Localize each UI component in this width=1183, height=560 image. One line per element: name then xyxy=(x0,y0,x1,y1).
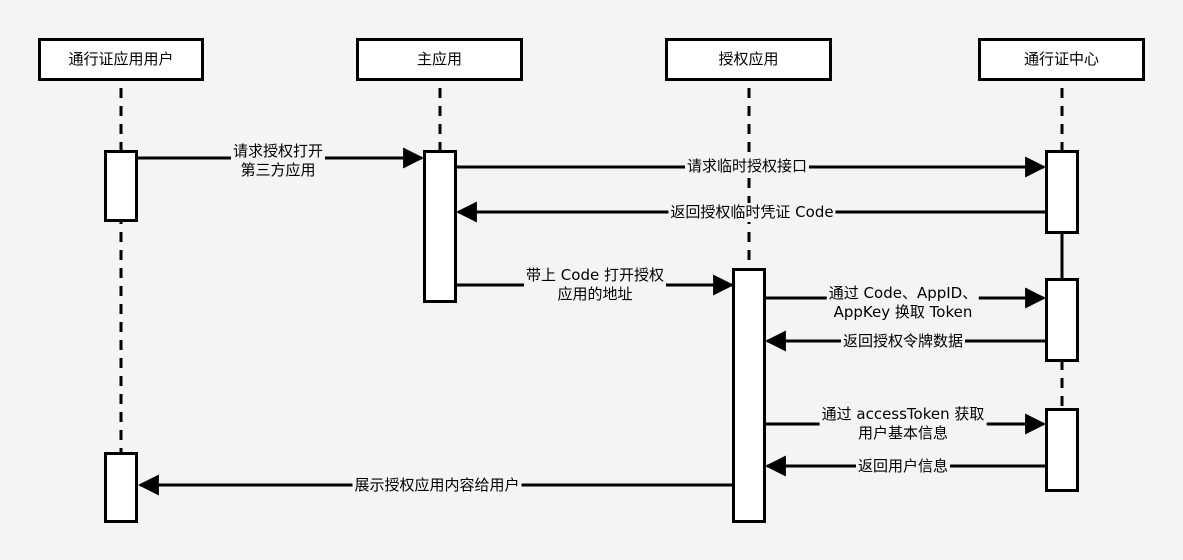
participant-user: 通行证应用用户 xyxy=(38,38,204,81)
activation-passport-center-3 xyxy=(1045,408,1079,492)
activation-passport-center-2 xyxy=(1045,278,1079,362)
message-m5-line1: 通过 Code、AppID、 xyxy=(828,284,978,302)
participant-auth-app: 授权应用 xyxy=(665,38,832,81)
lifelines xyxy=(119,88,1064,452)
message-label-m3: 返回授权临时凭证 Code xyxy=(668,203,836,222)
message-m1-line1: 请求授权打开 xyxy=(232,142,324,160)
message-label-m5: 通过 Code、AppID、 AppKey 换取 Token xyxy=(826,284,980,322)
message-label-m7: 通过 accessToken 获取 用户基本信息 xyxy=(819,405,987,443)
message-m4-line1: 带上 Code 打开授权 xyxy=(526,266,664,284)
activation-auth-app xyxy=(732,268,766,523)
activation-main-app xyxy=(423,150,457,303)
message-label-m2: 请求临时授权接口 xyxy=(684,157,810,176)
participant-main-app: 主应用 xyxy=(356,38,523,81)
message-m4-line2: 应用的地址 xyxy=(557,285,633,303)
message-label-m6: 返回授权令牌数据 xyxy=(840,332,966,351)
message-label-m1: 请求授权打开 第三方应用 xyxy=(230,142,326,180)
message-label-m8: 返回用户信息 xyxy=(855,457,951,476)
message-m1-line2: 第三方应用 xyxy=(240,161,316,179)
activation-user-1 xyxy=(104,150,138,222)
message-m5-line2: AppKey 换取 Token xyxy=(833,303,973,321)
message-label-m9: 展示授权应用内容给用户 xyxy=(352,476,522,495)
message-m7-line1: 通过 accessToken 获取 xyxy=(821,405,985,423)
activation-user-2 xyxy=(104,452,138,523)
activation-passport-center-1 xyxy=(1045,150,1079,234)
participant-passport-center: 通行证中心 xyxy=(978,38,1145,81)
message-label-m4: 带上 Code 打开授权 应用的地址 xyxy=(524,266,666,304)
message-m7-line2: 用户基本信息 xyxy=(857,424,949,442)
